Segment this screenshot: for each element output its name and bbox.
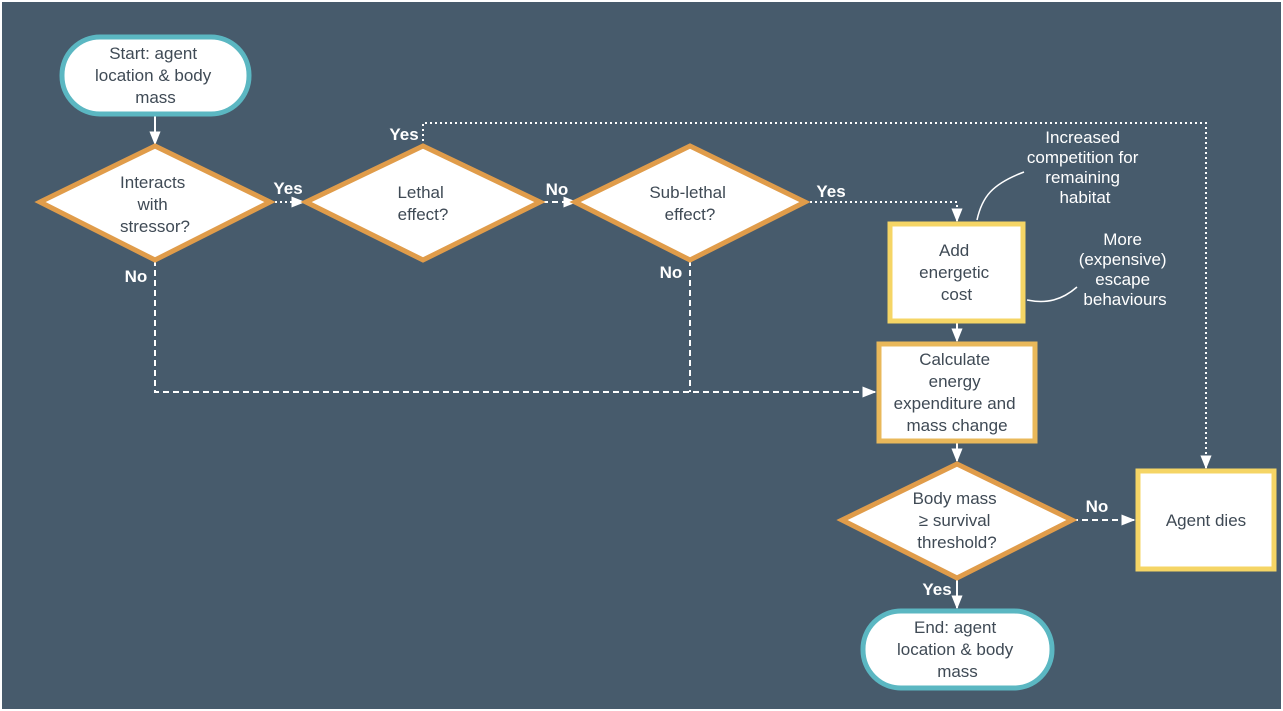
node-lethal-label: Lethal effect? <box>397 183 448 224</box>
callout-line-competition <box>976 171 1025 221</box>
edge-sublethal-yes <box>805 201 963 223</box>
label-lethal-no: No <box>546 180 569 199</box>
node-body-mass-label: Body mass ≥ survival threshold? <box>913 489 1002 552</box>
node-calculate: Calculate energy expenditure and mass ch… <box>876 341 1038 444</box>
callout-line-escape <box>1026 286 1078 303</box>
node-sublethal-decision: Sub-lethal effect? <box>569 143 811 263</box>
label-interacts-yes: Yes <box>273 179 302 198</box>
node-add-cost: Add energetic cost <box>887 221 1026 324</box>
label-interacts-no: No <box>125 267 148 286</box>
node-interacts-label: Interacts with stressor? <box>120 173 190 236</box>
label-sublethal-yes: Yes <box>816 182 845 201</box>
node-sublethal-label: Sub-lethal effect? <box>649 183 730 224</box>
label-sublethal-no: No <box>660 263 683 282</box>
node-calculate-label: Calculate energy expenditure and mass ch… <box>894 350 1021 435</box>
edge-interacts-no <box>154 260 877 398</box>
note-competition: Increased competition for remaining habi… <box>1027 128 1143 207</box>
edge-lethal-yes <box>422 122 1212 470</box>
note-escape: More (expensive) escape behaviours <box>1079 230 1172 309</box>
node-end-label: End: agent location & body mass <box>897 618 1018 681</box>
node-start-label: Start: agent location & body mass <box>95 44 216 107</box>
node-body-mass-decision: Body mass ≥ survival threshold? <box>836 461 1078 581</box>
node-start: Start: agent location & body mass <box>59 34 252 117</box>
node-agent-dies-label: Agent dies <box>1166 511 1246 530</box>
node-interacts-decision: Interacts with stressor? <box>34 143 276 263</box>
node-add-cost-label: Add energetic cost <box>919 241 994 304</box>
label-body-mass-yes: Yes <box>922 580 951 599</box>
node-lethal-decision: Lethal effect? <box>300 143 546 263</box>
label-body-mass-no: No <box>1086 497 1109 516</box>
node-end: End: agent location & body mass <box>860 608 1055 691</box>
label-lethal-yes: Yes <box>389 125 418 144</box>
node-agent-dies: Agent dies <box>1135 468 1277 572</box>
